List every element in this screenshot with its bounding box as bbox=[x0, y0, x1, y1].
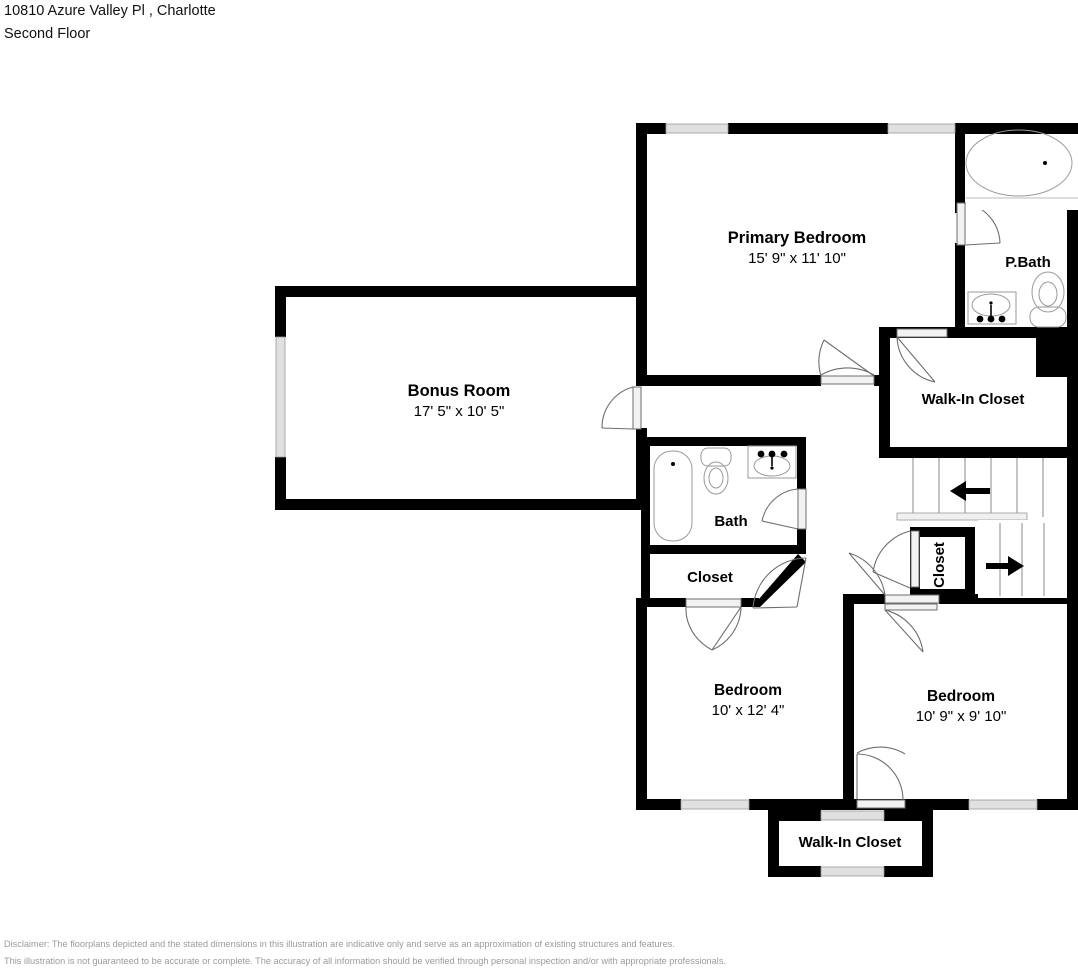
floor-plan-canvas: Primary Bedroom 15' 9" x 11' 10" P.Bath … bbox=[275, 123, 1078, 877]
wall-bedroom-left-right bbox=[843, 594, 854, 810]
wall-top-1 bbox=[636, 123, 666, 134]
stair-landing-upper bbox=[896, 512, 1028, 521]
wall-top-3 bbox=[955, 123, 1078, 134]
door-bath bbox=[761, 488, 807, 530]
wall-stair-closet-right bbox=[965, 527, 975, 599]
down-arrow-right-icon bbox=[986, 556, 1024, 576]
floor-name: Second Floor bbox=[4, 26, 91, 42]
wall-bonus-bottom bbox=[275, 499, 647, 510]
room-label-walk-in-closet-lower: Walk-In Closet bbox=[799, 834, 902, 851]
wall-lower-wic-right bbox=[922, 810, 933, 876]
door-hall-swing bbox=[752, 557, 807, 609]
room-label-bedroom-left: Bedroom bbox=[714, 682, 782, 699]
room-label-primary-bedroom: Primary Bedroom bbox=[728, 229, 866, 247]
room-label-walk-in-closet-upper: Walk-In Closet bbox=[922, 391, 1025, 408]
floor-plan-drawing: Primary Bedroom 15' 9" x 11' 10" P.Bath … bbox=[275, 123, 1078, 877]
window-bedroom-left-bottom bbox=[680, 799, 750, 810]
door-stair-closet bbox=[872, 530, 920, 589]
disclaimer-line-2: This illustration is not guaranteed to b… bbox=[4, 956, 726, 966]
wall-lower-wic-bottom-2 bbox=[884, 866, 933, 877]
vanity-sink-icon bbox=[967, 291, 1017, 325]
fixtures-group bbox=[653, 129, 1078, 542]
wall-bonus-top bbox=[275, 286, 647, 297]
door-hall-closet bbox=[685, 598, 742, 651]
room-label-bath: Bath bbox=[714, 513, 747, 530]
wall-lower-wic-left bbox=[768, 810, 779, 876]
wall-closet-bottom-2 bbox=[741, 598, 759, 607]
wall-bedroom-left-bottom-1 bbox=[636, 799, 681, 810]
plan-footer: Disclaimer: The floorplans depicted and … bbox=[4, 936, 1074, 970]
wall-lower-wic-top-1 bbox=[768, 810, 821, 821]
wall-bonus-left-upper bbox=[275, 286, 286, 337]
wall-bedroom-left-bottom-2 bbox=[749, 799, 854, 810]
stair-run-upper bbox=[890, 458, 1067, 517]
wall-primary-bottom-2 bbox=[874, 375, 882, 386]
room-label-closet-stair: Closet bbox=[931, 542, 948, 588]
door-walk-in-closet bbox=[896, 328, 948, 383]
wall-lower-wic-bottom-1 bbox=[768, 866, 821, 877]
window-top-primary-1 bbox=[665, 123, 729, 134]
window-lower-wic-bottom bbox=[820, 866, 885, 877]
wall-primary-bottom-1 bbox=[636, 375, 821, 386]
stairs-group bbox=[890, 458, 1067, 598]
wall-left-primary bbox=[636, 123, 647, 385]
wall-closet-bottom-1 bbox=[641, 598, 686, 607]
room-dim-primary-bedroom: 15' 9" x 11' 10" bbox=[748, 250, 846, 267]
room-label-bedroom-right: Bedroom bbox=[927, 688, 995, 705]
window-lower-wic-top bbox=[820, 810, 885, 821]
room-label-closet-hall: Closet bbox=[687, 569, 733, 586]
plan-header: 10810 Azure Valley Pl , Charlotte Second… bbox=[4, 0, 604, 46]
door-bedroom-right-inner bbox=[884, 603, 938, 653]
wall-stair-closet-top bbox=[910, 527, 975, 537]
room-dim-bedroom-right: 10' 9" x 9' 10" bbox=[916, 708, 1007, 725]
wall-wic-top bbox=[879, 327, 1067, 338]
bath-vanity-sink-icon bbox=[747, 445, 797, 479]
wall-bath-right bbox=[797, 437, 806, 489]
wall-lower-wic-top-2 bbox=[884, 810, 933, 821]
room-dim-bonus-room: 17' 5" x 10' 5" bbox=[414, 403, 505, 420]
room-label-bonus-room: Bonus Room bbox=[408, 382, 511, 400]
bathtub-oval-icon bbox=[965, 129, 1078, 210]
wall-right-exterior bbox=[1067, 123, 1078, 810]
wall-wic-bottom bbox=[879, 447, 1078, 458]
window-top-pbath bbox=[887, 123, 956, 134]
wall-wic-left bbox=[879, 327, 890, 458]
wall-bedroom-right-bottom-2 bbox=[1037, 799, 1078, 810]
wall-bath-top bbox=[641, 437, 806, 446]
door-primary-bedroom bbox=[818, 339, 875, 385]
room-label-p-bath: P.Bath bbox=[1005, 254, 1051, 271]
up-arrow-left-icon bbox=[950, 481, 990, 501]
wall-bath-bottom bbox=[641, 545, 806, 554]
property-address: 10810 Azure Valley Pl , Charlotte bbox=[4, 3, 216, 19]
windows-group bbox=[275, 123, 1038, 877]
toilet-icon bbox=[1029, 271, 1067, 328]
wall-pbath-left-lower bbox=[955, 243, 965, 333]
disclaimer-line-1: Disclaimer: The floorplans depicted and … bbox=[4, 939, 675, 949]
room-dim-bedroom-left: 10' x 12' 4" bbox=[712, 702, 785, 719]
wall-wic-corner-block bbox=[1036, 327, 1078, 377]
window-bedroom-right-bottom bbox=[968, 799, 1038, 810]
wall-top-2 bbox=[728, 123, 888, 134]
door-lower-walkin-closet bbox=[856, 746, 906, 809]
wall-bath-left bbox=[641, 437, 650, 549]
wall-hall-bottom-2 bbox=[939, 594, 1078, 604]
wall-closet-diagonal bbox=[752, 554, 806, 607]
door-bonus-room bbox=[601, 386, 642, 430]
wall-bedroom-left-left bbox=[636, 598, 647, 810]
bath-toilet-icon bbox=[700, 447, 732, 495]
walls-group bbox=[275, 123, 1078, 877]
wall-pbath-left bbox=[955, 123, 965, 213]
wall-bath-right-lower bbox=[797, 528, 806, 554]
wall-bonus-left-lower bbox=[275, 457, 286, 510]
bath-tub-icon bbox=[653, 450, 693, 542]
wall-hall-bottom-1 bbox=[849, 594, 885, 604]
room-labels-group: Primary Bedroom 15' 9" x 11' 10" P.Bath … bbox=[408, 229, 1051, 851]
wall-bonus-right-upper bbox=[636, 286, 647, 386]
window-bonus-left bbox=[275, 336, 286, 458]
wall-closet-left bbox=[641, 545, 650, 607]
doors-group bbox=[601, 202, 1001, 809]
wall-bedroom-right-bottom-1 bbox=[854, 799, 969, 810]
